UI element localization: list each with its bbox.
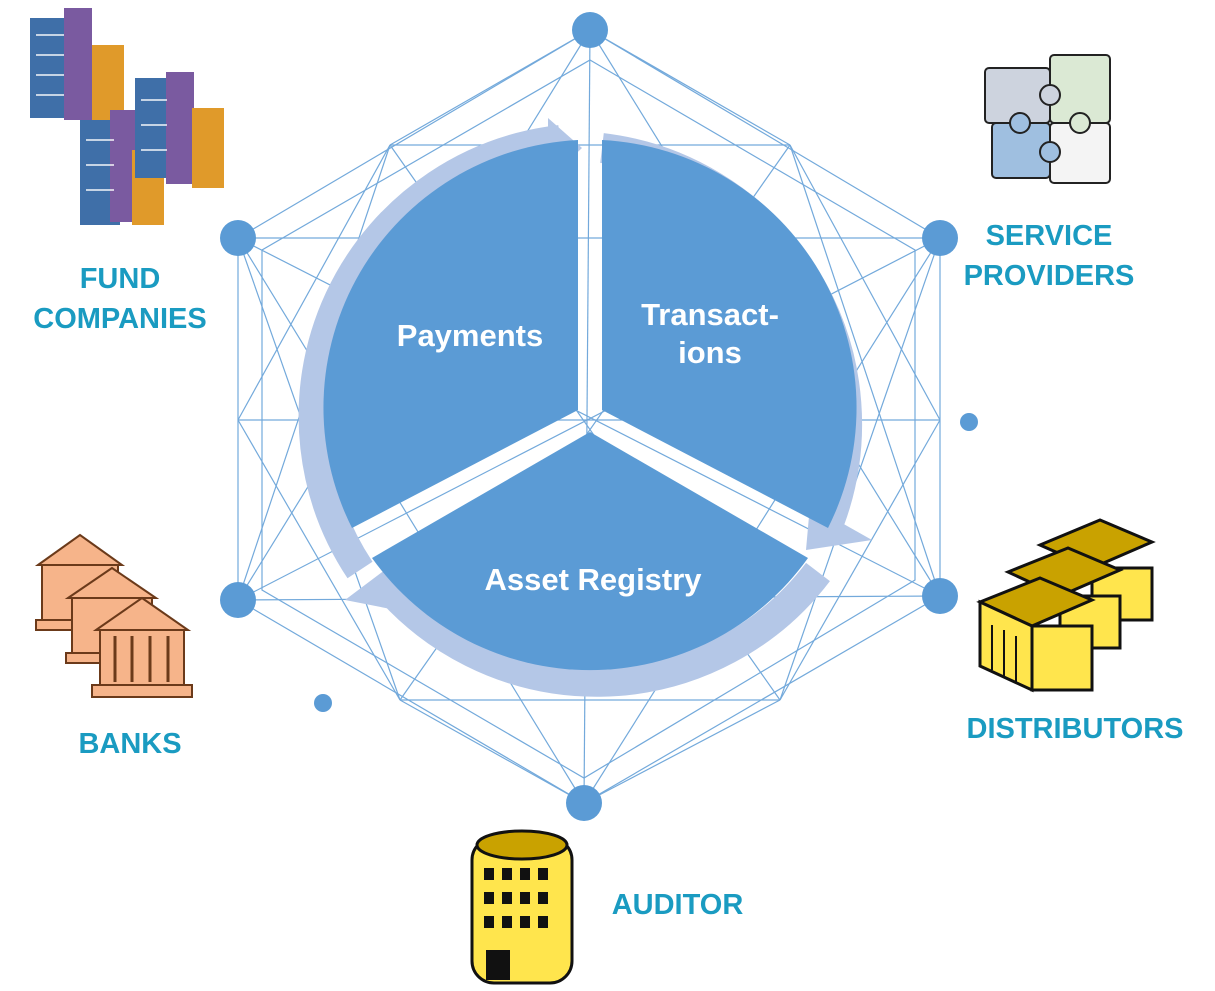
label-service-providers: SERVICE PROVIDERS: [940, 216, 1158, 296]
segment-label-line: Asset Registry: [484, 562, 702, 597]
office-buildings-icon: [30, 8, 224, 225]
segment-label-payments: Payments: [370, 317, 570, 355]
arrow-to-transactions: [298, 125, 562, 579]
network-node: [220, 582, 256, 618]
segment-payments: [323, 140, 578, 528]
puzzle-icon: [984, 54, 1111, 184]
label-line: PROVIDERS: [963, 260, 1135, 292]
label-distributors: DISTRIBUTORS: [945, 709, 1205, 749]
network-node: [566, 785, 602, 821]
segment-label-line: Transact-: [641, 297, 779, 332]
network-node: [922, 220, 958, 256]
label-line: DISTRIBUTORS: [966, 713, 1184, 745]
label-fund-companies: FUND COMPANIES: [12, 259, 228, 339]
arrow-to-payments: [368, 562, 830, 697]
bank-icon: [34, 533, 193, 698]
network-node: [922, 578, 958, 614]
label-line: AUDITOR: [611, 889, 744, 921]
network-node-small: [960, 413, 978, 431]
segment-transactions: [602, 140, 857, 528]
segment-asset-registry: [372, 432, 808, 671]
segment-label-line: Payments: [396, 318, 544, 353]
network-node-small: [314, 694, 332, 712]
cycle-segments: [323, 140, 857, 671]
label-line: FUND: [79, 263, 161, 295]
label-line: SERVICE: [985, 220, 1113, 252]
network-nodes: [220, 12, 978, 821]
office-tower-icon: [470, 829, 574, 985]
segment-label-transactions: Transact- ions: [610, 296, 810, 372]
segment-label-line: ions: [678, 335, 742, 370]
network-node: [572, 12, 608, 48]
label-line: COMPANIES: [33, 303, 207, 335]
label-line: BANKS: [78, 728, 182, 760]
label-banks: BANKS: [50, 724, 210, 764]
label-auditor: AUDITOR: [590, 885, 765, 925]
distributor-buildings-icon: [976, 518, 1156, 693]
network-node: [220, 220, 256, 256]
segment-label-asset-registry: Asset Registry: [443, 561, 743, 599]
